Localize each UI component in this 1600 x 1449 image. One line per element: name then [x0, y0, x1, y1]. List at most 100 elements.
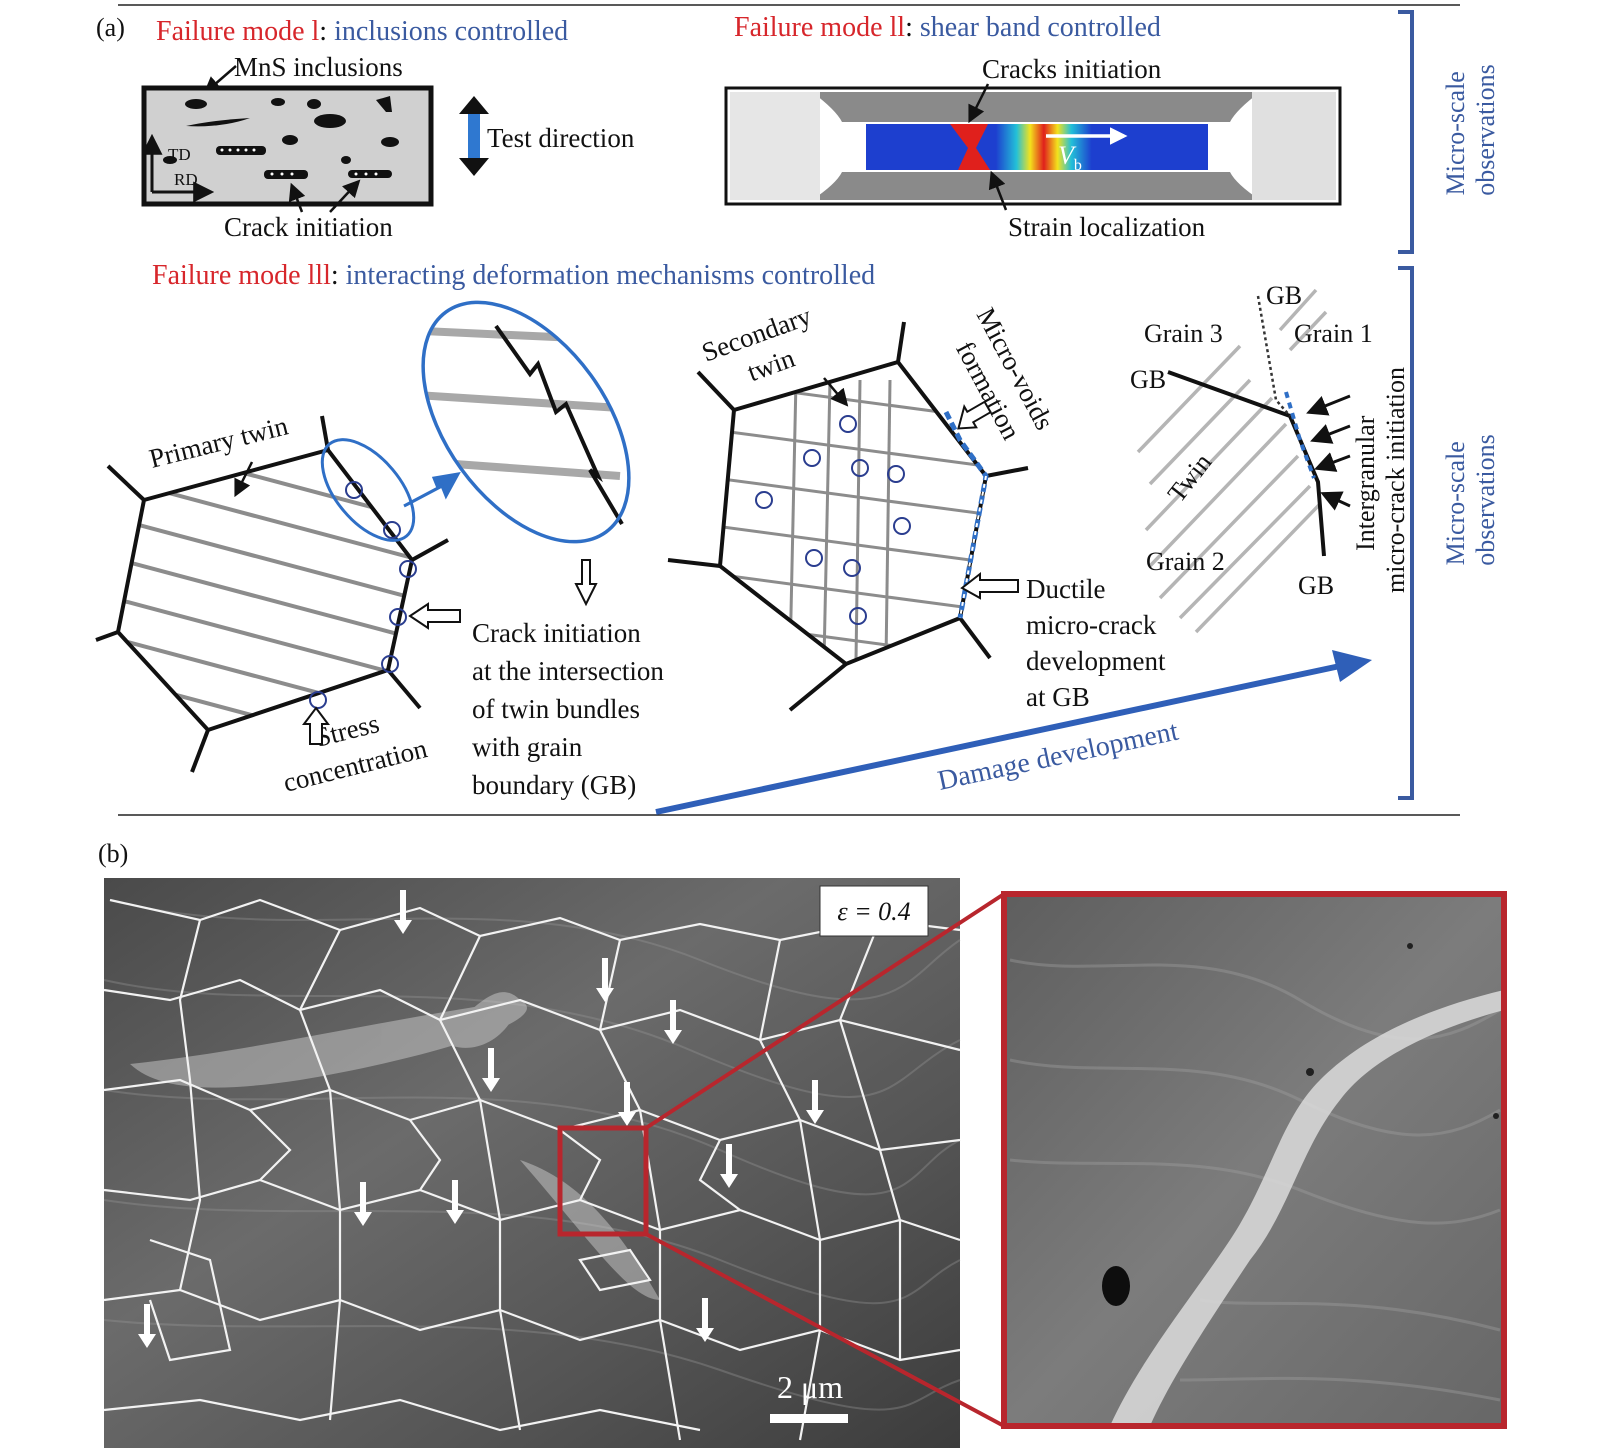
- grain-boundaries: [103, 898, 961, 1441]
- side-label-2-line2: observations: [1471, 434, 1500, 565]
- damage-arrow-shaft: [655, 663, 1341, 815]
- zoom-arrow: [403, 472, 461, 508]
- twin-label: Twin: [1162, 448, 1218, 508]
- dogbone-right-grip: [1252, 92, 1336, 200]
- crack-arrows: [138, 890, 824, 1348]
- ductile-line-2: micro-crack: [1026, 610, 1157, 640]
- vb-subscript: b: [1074, 157, 1082, 174]
- scale-bar-label: 2 μm: [777, 1369, 843, 1405]
- mode1-crack-label: Crack initiation: [224, 212, 393, 242]
- mode2-title: Failure mode ll: shear band controlled: [734, 12, 1161, 43]
- ductile-line-4: at GB: [1026, 682, 1090, 712]
- strain-localization-label: Strain localization: [1008, 212, 1206, 242]
- ductile-hollow-arrow: [960, 571, 1019, 600]
- side-bracket-2: Micro-scale observations: [1398, 266, 1500, 800]
- secondary-twin-label: Secondary twin: [698, 298, 833, 399]
- cracks-arrow: [968, 83, 990, 124]
- side-bracket-1: Micro-scale observations: [1398, 10, 1500, 254]
- strain-box: [819, 885, 929, 937]
- gb-label-left: GB: [1130, 365, 1166, 394]
- void-small-3: [1493, 1113, 1499, 1119]
- mode3-title-suffix: interacting deformation mechanisms contr…: [346, 260, 876, 291]
- panel-b-label: (b): [98, 839, 128, 868]
- failure-mode-3: Failure mode lll: interacting deformatio…: [95, 260, 1410, 815]
- grain1-label: Grain 1: [1294, 319, 1373, 348]
- side-label-2-line1: Micro-scale: [1441, 441, 1470, 565]
- side-label-1: Micro-scale observations: [1441, 64, 1500, 195]
- vb-symbol: V: [1058, 141, 1077, 170]
- zoom-hollow-arrow: [574, 559, 598, 607]
- zoom-connector-bottom: [645, 1232, 1005, 1428]
- crack-line-1: Crack initiation: [472, 618, 641, 648]
- ductile-line-3: development: [1026, 646, 1166, 676]
- shear-band: [950, 124, 990, 170]
- vb-label: Vb: [1058, 141, 1082, 174]
- microvoids-hollow-arrow: [957, 400, 992, 430]
- dogbone-left-grip: [730, 92, 820, 200]
- gb-label-top: GB: [1266, 281, 1302, 310]
- scale-bar: [770, 1414, 848, 1423]
- intergranular-grain: GB Grain 3 Grain 1 GB Twin Grain 2 GB In…: [1130, 281, 1410, 634]
- intergranular-line2: micro-crack initiation: [1381, 367, 1410, 593]
- intergranular-line1: Intergranular: [1351, 415, 1380, 551]
- dogbone-shape: [812, 92, 1260, 122]
- test-direction-label: Test direction: [487, 123, 635, 153]
- secondary-twin-grain: Secondary twin Micro-voids formation Duc…: [667, 298, 1172, 712]
- failure-mode-2: Failure mode ll: shear band controlled C…: [724, 12, 1342, 242]
- crack-initiation-text: Crack initiation at the intersection of …: [472, 618, 671, 800]
- damage-arrow-head: [1332, 650, 1372, 682]
- side-label-1-line1: Micro-scale: [1441, 71, 1470, 195]
- crack-arrow-1: [288, 182, 306, 213]
- strain-arrow: [988, 170, 1008, 211]
- grain2-label: Grain 2: [1146, 547, 1225, 576]
- crack-arrow-2: [329, 179, 361, 213]
- bright-ridge: [1110, 990, 1504, 1426]
- ductile-line-1: Ductile: [1026, 574, 1105, 604]
- crack-line-3: of twin bundles: [472, 694, 640, 724]
- strain-value: ε = 0.4: [837, 897, 910, 926]
- sem-micrograph: ε = 0.4 2 μm: [103, 878, 961, 1448]
- zoom-connector-top: [644, 892, 1006, 1130]
- roi-box: [557, 1125, 649, 1237]
- void-small-2: [1407, 943, 1413, 949]
- td-rd-axes: TD RD: [141, 133, 215, 203]
- crack-init-hollow-arrow: [408, 602, 461, 630]
- panel-b: (b): [98, 839, 1507, 1448]
- ductile-text: Ductile micro-crack development at GB: [1026, 574, 1172, 712]
- cracks-initiation-label: Cracks initiation: [982, 54, 1162, 84]
- crack-line-5: boundary (GB): [472, 770, 636, 800]
- bright-bands: [130, 992, 660, 1300]
- crack-line-2: at the intersection: [472, 656, 664, 686]
- intergranular-label: Intergranular micro-crack initiation: [1351, 367, 1410, 593]
- rd-label: RD: [174, 170, 198, 189]
- grain3-label: Grain 3: [1144, 319, 1223, 348]
- strain-contour: [866, 124, 1208, 170]
- void-small-1: [1306, 1068, 1314, 1076]
- mode3-title-prefix: Failure mode lll: [152, 260, 331, 291]
- failure-mode-1: Failure mode l: inclusions controlled Mn…: [141, 16, 635, 242]
- zoom-micrograph: [1001, 891, 1507, 1429]
- test-direction-icon: [459, 96, 489, 176]
- mode3-title: Failure mode lll: interacting deformatio…: [152, 260, 875, 291]
- primary-twin-arrow: [234, 461, 254, 498]
- secondary-twin-arrow: [823, 377, 849, 407]
- inclusions: [163, 96, 399, 179]
- mode2-title-prefix: Failure mode ll: [734, 12, 905, 43]
- zoom-frame: [1001, 891, 1507, 1429]
- zoom-source-ellipse: [320, 438, 416, 542]
- side-label-2: Micro-scale observations: [1441, 434, 1500, 565]
- stress-hollow-arrow: [302, 706, 330, 745]
- dogbone-shape-bottom: [812, 172, 1260, 200]
- zoom-ellipse: [399, 300, 631, 544]
- side-label-1-line2: observations: [1471, 64, 1500, 195]
- inclusion-dots: [220, 148, 378, 176]
- primary-twin-grain: Primary twin Stress concentration: [95, 410, 461, 798]
- td-label: TD: [168, 145, 191, 164]
- panel-a: (a) Failure mode l: inclusions controlle…: [95, 4, 1500, 816]
- void: [1102, 1266, 1130, 1306]
- mode1-title-suffix: inclusions controlled: [334, 16, 568, 47]
- mode2-title-suffix: shear band controlled: [920, 12, 1161, 43]
- panel-a-label: (a): [96, 13, 125, 42]
- stress-label: Stress concentration: [271, 698, 430, 798]
